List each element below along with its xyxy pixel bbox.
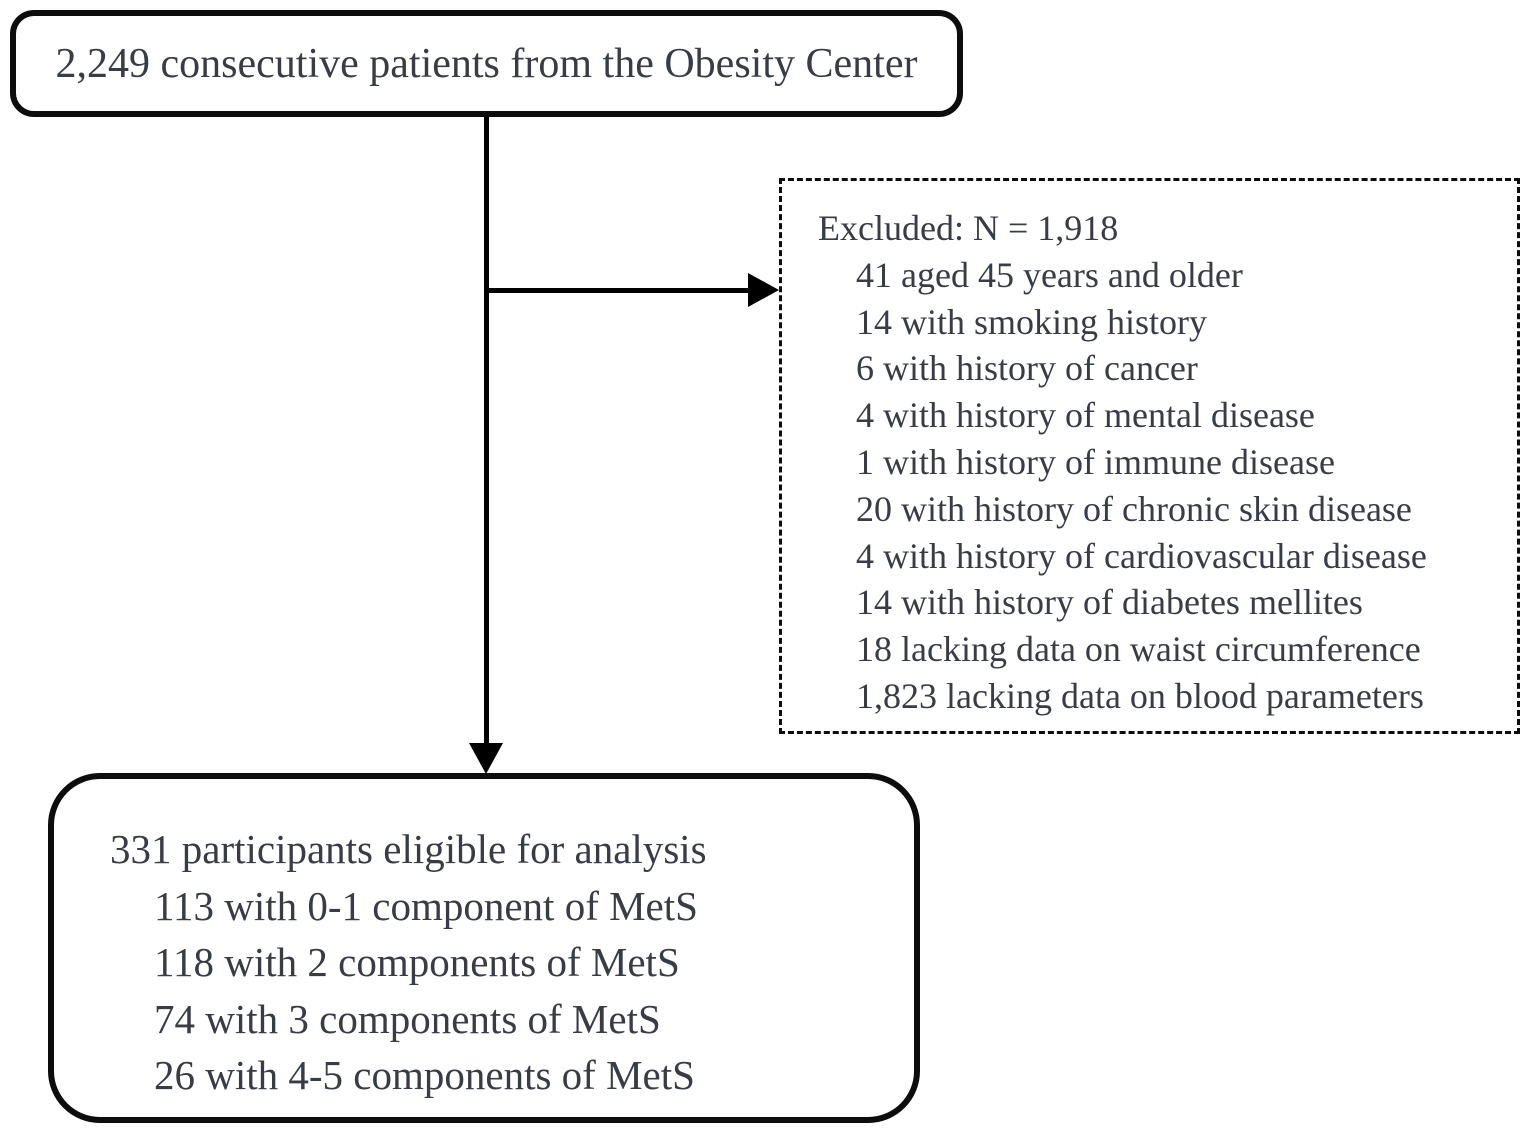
source-population-text: 2,249 consecutive patients from the Obes… — [55, 40, 918, 87]
horizontal-connector-line — [484, 288, 752, 293]
excluded-box: Excluded: N = 1,918 41 aged 45 years and… — [779, 178, 1520, 734]
eligible-title: 331 participants eligible for analysis — [110, 826, 707, 872]
excluded-item: 6 with history of cancer — [856, 348, 1198, 389]
excluded-item: 14 with history of diabetes mellites — [856, 582, 1363, 623]
eligible-item: 118 with 2 components of MetS — [154, 939, 680, 985]
excluded-item: 4 with history of mental disease — [856, 395, 1315, 436]
excluded-item: 4 with history of cardiovascular disease — [856, 535, 1427, 576]
eligible-item: 74 with 3 components of MetS — [154, 995, 661, 1042]
source-population-box: 2,249 consecutive patients from the Obes… — [10, 10, 963, 117]
excluded-item: 18 lacking data on waist circumference — [856, 629, 1421, 670]
arrowhead-down-icon — [469, 743, 503, 774]
excluded-title: Excluded: N = 1,918 — [818, 208, 1119, 248]
excluded-item: 1 with history of immune disease — [856, 441, 1335, 482]
excluded-item: 1,823 lacking data on blood parameters — [856, 675, 1424, 716]
eligible-box: 331 participants eligible for analysis 1… — [48, 773, 920, 1123]
excluded-item: 20 with history of chronic skin disease — [856, 488, 1412, 529]
eligible-item: 113 with 0-1 component of MetS — [154, 882, 698, 929]
eligible-item: 26 with 4-5 components of MetS — [154, 1052, 695, 1098]
vertical-connector-line — [484, 117, 489, 749]
arrowhead-right-icon — [748, 273, 779, 307]
excluded-item: 14 with smoking history — [856, 301, 1208, 342]
excluded-item: 41 aged 45 years and older — [856, 254, 1243, 295]
